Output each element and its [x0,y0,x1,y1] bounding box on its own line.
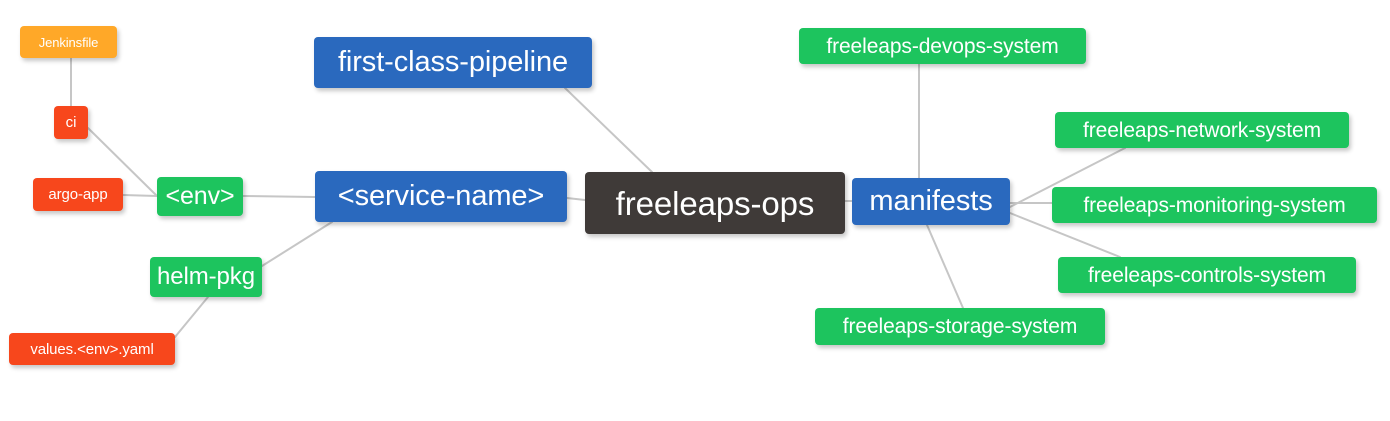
node-service-name[interactable]: <service-name> [315,171,567,222]
node-jenkinsfile[interactable]: Jenkinsfile [20,26,117,58]
node-label-storage: freeleaps-storage-system [842,315,1078,338]
node-controls[interactable]: freeleaps-controls-system [1058,257,1356,293]
node-label-argo-app: argo-app [48,186,108,203]
node-label-devops: freeleaps-devops-system [826,34,1059,58]
node-network[interactable]: freeleaps-network-system [1055,112,1349,148]
node-manifests[interactable]: manifests [852,178,1010,225]
node-label-service-name: <service-name> [337,180,545,212]
node-freeleaps-ops[interactable]: freeleaps-ops [585,172,845,234]
edge-service-name-to-freeleaps-ops [566,197,586,201]
node-label-helm-pkg: helm-pkg [157,263,255,290]
node-argo-app[interactable]: argo-app [33,178,123,211]
node-label-env: <env> [165,182,235,210]
edge-env-to-service-name [242,195,316,198]
node-devops[interactable]: freeleaps-devops-system [799,28,1086,64]
node-label-manifests: manifests [869,185,993,217]
node-ci[interactable]: ci [54,106,88,139]
node-storage[interactable]: freeleaps-storage-system [815,308,1105,345]
edge-manifests-to-storage [926,224,964,309]
edge-values-yaml-to-helm-pkg [174,296,209,338]
node-label-values-yaml: values.<env>.yaml [30,340,154,358]
node-values-yaml[interactable]: values.<env>.yaml [9,333,175,365]
node-helm-pkg[interactable]: helm-pkg [150,257,262,297]
node-label-pipeline: first-class-pipeline [337,46,569,78]
node-env[interactable]: <env> [157,177,243,216]
node-label-network: freeleaps-network-system [1082,118,1321,142]
edge-pipeline-to-freeleaps-ops [564,87,653,173]
node-label-ci: ci [65,114,77,131]
edge-helm-pkg-to-service-name [261,221,333,267]
node-monitoring[interactable]: freeleaps-monitoring-system [1052,187,1377,223]
node-pipeline[interactable]: first-class-pipeline [314,37,592,88]
node-label-jenkinsfile: Jenkinsfile [38,34,99,50]
node-label-freeleaps-ops: freeleaps-ops [615,184,815,222]
edge-argo-app-to-env [122,194,158,197]
node-label-monitoring: freeleaps-monitoring-system [1083,193,1346,217]
node-label-controls: freeleaps-controls-system [1088,263,1326,287]
